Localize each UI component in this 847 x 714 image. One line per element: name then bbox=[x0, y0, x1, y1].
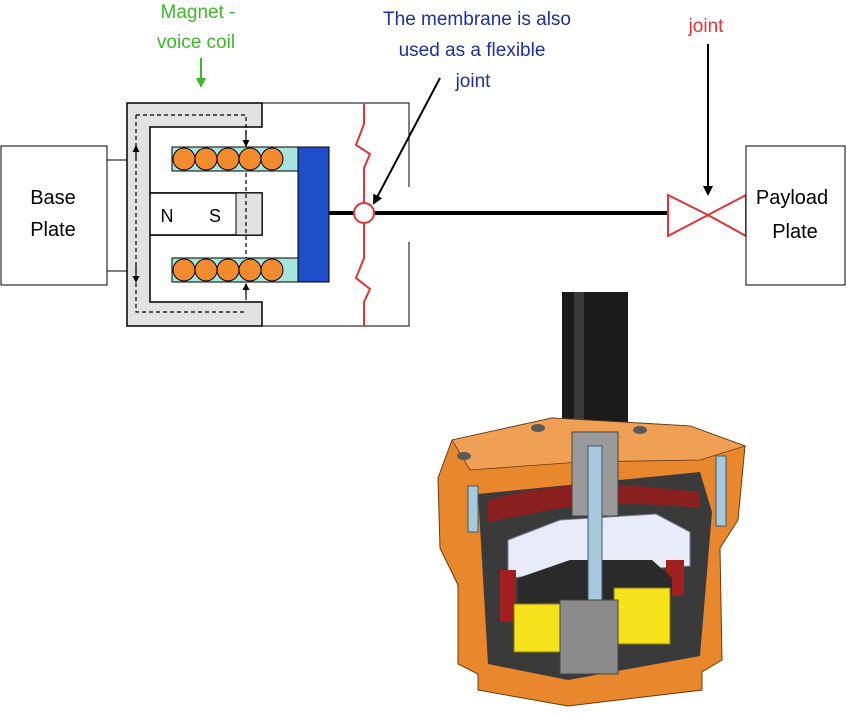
coil-turn bbox=[260, 147, 284, 171]
shaft-tube bbox=[562, 292, 628, 432]
coil-turn bbox=[216, 147, 240, 171]
coil-turn bbox=[172, 258, 196, 282]
screw-head bbox=[531, 424, 545, 432]
coil-carrier bbox=[297, 146, 330, 283]
membrane-label-line3: joint bbox=[455, 71, 492, 92]
coil-turn bbox=[194, 258, 218, 282]
payload-plate-label-line2: Plate bbox=[772, 221, 818, 243]
coil-upper bbox=[172, 147, 284, 171]
magnet-s-pole bbox=[235, 192, 263, 236]
base-plate-label-line1: Base bbox=[30, 187, 76, 209]
screw-left bbox=[467, 485, 479, 533]
joint-label: joint bbox=[688, 16, 725, 37]
coil-left-render bbox=[500, 570, 516, 622]
magnet-label-line1: Magnet - bbox=[161, 2, 236, 23]
coil-turn bbox=[172, 147, 196, 171]
base-plate-label-line2: Plate bbox=[30, 219, 76, 241]
pole-n-label: N bbox=[161, 206, 174, 226]
frame-top bbox=[262, 102, 410, 187]
membrane-upper bbox=[354, 103, 372, 203]
flux-path bbox=[135, 114, 247, 313]
coil-turn bbox=[238, 258, 262, 282]
flexible-joint bbox=[667, 193, 747, 238]
shaft-highlight bbox=[574, 292, 584, 432]
coil-turn bbox=[194, 147, 218, 171]
coil-turn bbox=[238, 147, 262, 171]
coil-lower bbox=[172, 258, 284, 282]
center-base bbox=[559, 599, 619, 675]
coil-turn bbox=[216, 258, 240, 282]
coil-turn bbox=[260, 258, 284, 282]
membrane-arrow bbox=[373, 77, 441, 205]
frame-bottom bbox=[262, 242, 410, 327]
screw-right bbox=[715, 455, 727, 527]
payload-plate-box bbox=[745, 145, 846, 286]
membrane-label-line1: The membrane is also bbox=[383, 9, 571, 30]
pole-s-label: S bbox=[209, 206, 221, 226]
screw-head bbox=[633, 426, 647, 434]
membrane-label-line2: used as a flexible bbox=[399, 40, 546, 61]
screw-head bbox=[457, 452, 471, 460]
actuator-cutaway-render bbox=[437, 292, 747, 707]
membrane-lower bbox=[354, 224, 372, 326]
payload-plate-label-line1: Payload bbox=[756, 187, 828, 209]
membrane-joint bbox=[353, 202, 375, 224]
magnet-yellow-right bbox=[613, 587, 671, 645]
magnet-label-line2: voice coil bbox=[157, 32, 235, 53]
base-plate-box bbox=[0, 145, 108, 286]
